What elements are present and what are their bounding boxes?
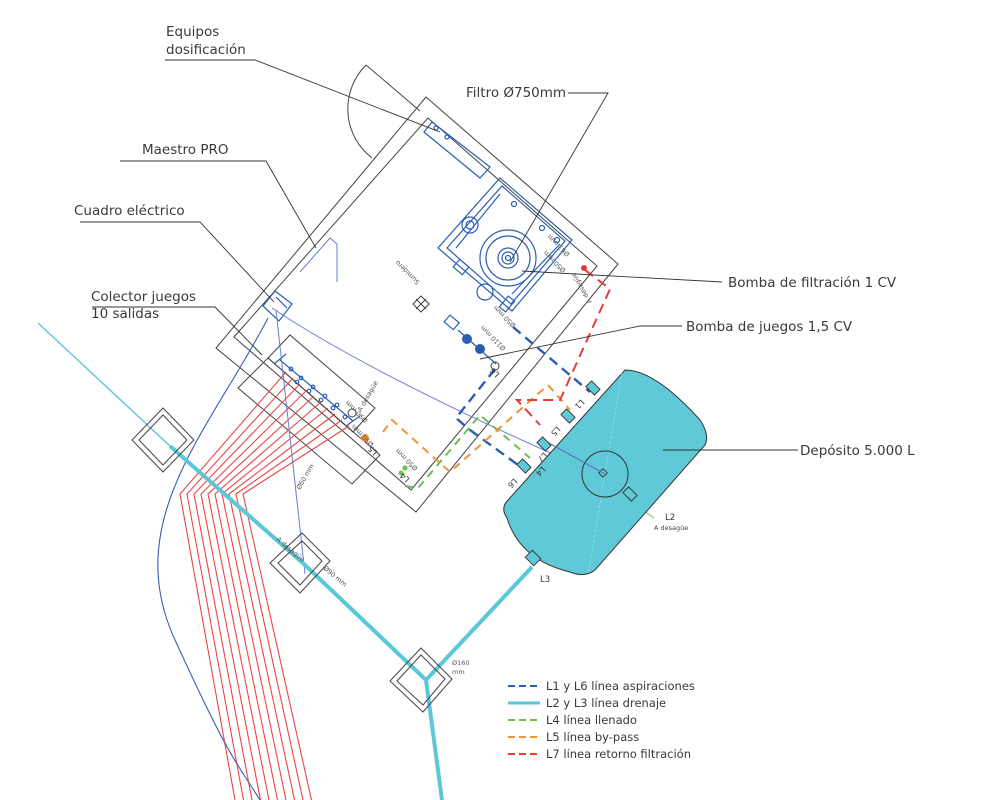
games-output-pipe bbox=[228, 413, 336, 800]
legend-label: L1 y L6 línea aspiraciones bbox=[546, 679, 695, 693]
line-l1-l6-suction bbox=[454, 326, 591, 471]
port-l1: L1 bbox=[573, 398, 586, 411]
games-output-pipes bbox=[179, 371, 350, 800]
maestro-pro-unit bbox=[299, 237, 338, 282]
electrical-panel bbox=[262, 290, 293, 322]
line-l7-return bbox=[514, 265, 612, 426]
annot-d60: Ø60 mm bbox=[295, 463, 316, 491]
label-bomba-juegos: Bomba de juegos 1,5 CV bbox=[686, 319, 853, 335]
sumidero-label: Sumidero bbox=[394, 259, 422, 287]
games-output-pipe bbox=[207, 395, 315, 800]
annot-d63b: Ø50 mm bbox=[492, 304, 518, 330]
line-l5-bypass bbox=[361, 383, 571, 474]
port-l2-desague: A desagüe bbox=[654, 524, 688, 532]
floor-drain bbox=[412, 295, 430, 313]
port-l6: L6 bbox=[506, 477, 519, 490]
label-colector-1: Colector juegos bbox=[91, 289, 196, 305]
legend-label: L2 y L3 línea drenaje bbox=[546, 696, 666, 710]
leader-lines bbox=[80, 59, 798, 451]
door-swing bbox=[347, 64, 421, 159]
collector-trench bbox=[237, 334, 381, 485]
label-colector-2: 10 salidas bbox=[91, 306, 159, 322]
games-pump bbox=[443, 314, 500, 371]
annot-d160: Ø160 bbox=[452, 659, 470, 667]
plant-room-walls bbox=[215, 96, 619, 513]
port-l2: L2 bbox=[665, 513, 675, 523]
annot-desague-1: A desagüe bbox=[570, 271, 594, 305]
manhole-1 bbox=[131, 407, 195, 473]
manhole-2 bbox=[269, 532, 331, 594]
label-cuadro-electrico: Cuadro eléctrico bbox=[74, 203, 185, 219]
legend: L1 y L6 línea aspiraciones L2 y L3 línea … bbox=[508, 679, 695, 761]
legend-label: L5 línea by-pass bbox=[546, 730, 639, 744]
label-dosificacion-2: dosificación bbox=[166, 42, 246, 58]
label-bomba-filtracion: Bomba de filtración 1 CV bbox=[728, 275, 897, 291]
games-output-pipe bbox=[214, 401, 322, 800]
games-output-pipe bbox=[179, 371, 287, 800]
drain-line bbox=[37, 322, 534, 800]
annot-d90: Ø90 mm bbox=[350, 423, 376, 449]
dosing-equipment bbox=[423, 121, 491, 179]
tank bbox=[503, 369, 708, 576]
label-deposito: Depósito 5.000 L bbox=[800, 443, 915, 459]
label-filtro: Filtro Ø750mm bbox=[466, 85, 566, 101]
games-output-pipe bbox=[235, 419, 343, 800]
manhole-3 bbox=[389, 647, 453, 713]
games-output-pipe bbox=[193, 383, 301, 800]
port-l3: L3 bbox=[540, 575, 550, 585]
games-output-pipe bbox=[242, 425, 350, 800]
legend-label: L4 línea llenado bbox=[546, 713, 637, 727]
annot-desague-2: A desagüe bbox=[356, 379, 380, 413]
filter-skid bbox=[437, 177, 573, 313]
legend-label: L7 línea retorno filtración bbox=[546, 747, 691, 761]
label-dosificacion-1: Equipos bbox=[166, 24, 219, 40]
label-maestro-pro: Maestro PRO bbox=[142, 142, 229, 158]
annot-l6: L6 bbox=[488, 366, 501, 379]
games-output-pipe bbox=[200, 389, 308, 800]
port-l5: L5 bbox=[549, 425, 562, 438]
annot-d160-unit: mm bbox=[452, 668, 465, 676]
games-collector bbox=[273, 353, 361, 427]
games-output-pipe bbox=[186, 377, 294, 800]
